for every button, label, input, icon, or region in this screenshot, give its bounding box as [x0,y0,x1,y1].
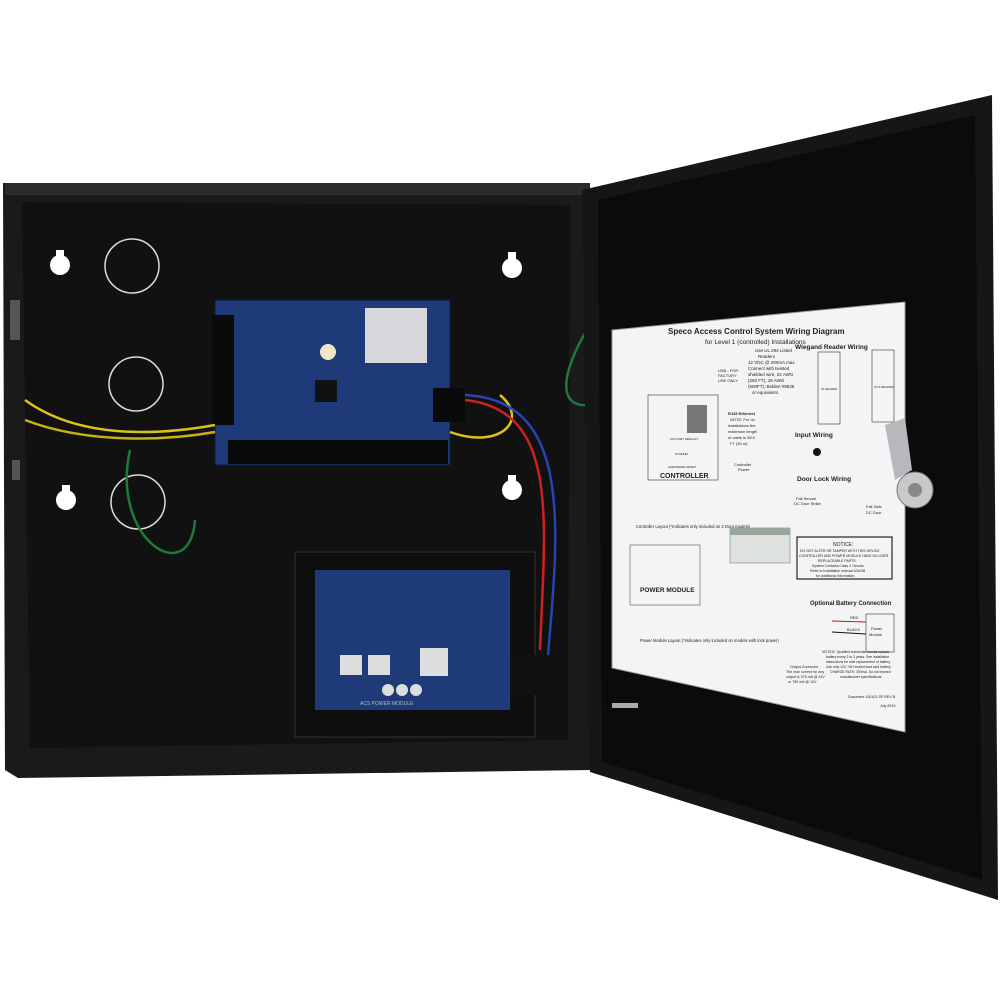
battery-red-label: RED [850,615,859,620]
svg-text:Power: Power [871,626,883,631]
terminal-blocks [212,315,465,464]
svg-text:NOTICE: Qualified technician s: NOTICE: Qualified technician should repl… [822,650,889,654]
input-wiring-heading: Input Wiring [795,432,833,439]
cabinet-top-edge [5,183,590,195]
battery-notice: NOTICE: Qualified technician should repl… [822,650,891,679]
document-number: Document 100101-SP REV B [848,695,896,699]
door-lock-heading: Door Lock Wiring [797,476,851,483]
fail-secure-label: Fail Secure [796,496,817,501]
svg-text:USE ONLY: USE ONLY [718,378,738,383]
svg-text:(250 FT), 18 AWG: (250 FT), 18 AWG [748,378,785,383]
svg-text:battery every 2 to 3 years. Se: battery every 2 to 3 years. See installa… [826,655,889,659]
svg-text:CONTROLLER AND POWER MODULE HA: CONTROLLER AND POWER MODULE HAVE NO USER [799,554,889,558]
svg-text:The max current for any: The max current for any [786,670,824,674]
svg-text:installations the: installations the [728,423,756,428]
svg-text:RJ45 Ethernet: RJ45 Ethernet [728,411,756,416]
ip-reset-label: IP RESET [675,452,689,456]
svg-text:Refer to Installation manual 1: Refer to Installation manual 106198 [810,569,865,573]
svg-text:CHARGE RATE: 300mA. Do not exc: CHARGE RATE: 300mA. Do not exceed [830,670,891,674]
svg-text:FT (30 m): FT (30 m) [730,441,748,446]
svg-text:maximum length: maximum length [728,429,757,434]
svg-text:REPLACEABLE PARTS.: REPLACEABLE PARTS. [818,559,857,563]
power-components [340,648,448,696]
controller-power-label: Controller [734,462,752,467]
svg-text:shielded wire, 22 AWG: shielded wire, 22 AWG [748,372,794,377]
power-module-drawing [629,544,701,606]
notice-text: DO NOT ALTER OR TAMPER WITH THIS DEVICE.… [799,549,889,578]
wiring-diagram-label [611,301,906,733]
svg-text:Use only 12V 7AH sealed lead a: Use only 12V 7AH sealed lead acid batter… [826,665,891,669]
svg-text:manufacturer specifications.: manufacturer specifications. [840,675,882,679]
document-date: July 2019 [880,704,895,708]
svg-text:(500FT), Belden #9535: (500FT), Belden #9535 [748,384,795,389]
battery-power-module-box [865,613,895,653]
out-reader-label: OUT READER [874,385,894,389]
controller-outline [647,394,719,481]
svg-text:for additional information.: for additional information. [816,574,855,578]
wiegand-heading: Wiegand Reader Wiring [795,344,868,351]
svg-text:or 750 mA @ 12V: or 750 mA @ 12V [788,680,817,684]
svg-text:FACTORY: FACTORY [718,373,737,378]
svg-text:or equivalent.: or equivalent. [752,390,779,395]
svg-text:instructions for safe replacem: instructions for safe replacement of bat… [826,660,891,664]
svg-text:Power: Power [738,467,750,472]
label-content: Speco Access Control System Wiring Diagr… [629,327,896,708]
chip [315,380,337,402]
svg-text:Readers: Readers [758,354,776,359]
heatsink-drawing [687,405,707,433]
controller-layout-caption: Controller Layout (*Indicates only inclu… [636,524,751,529]
svg-text:Use UL 294 Listed: Use UL 294 Listed [755,348,792,353]
battery-coin [320,344,336,360]
knockout-circles [104,238,166,530]
svg-text:of cable is 98.5: of cable is 98.5 [728,435,756,440]
battery-heading: Optional Battery Connection [810,601,892,607]
svg-text:NOTE: For UL: NOTE: For UL [730,417,756,422]
battery-black-label: BLACK [847,627,860,632]
heatsink [365,308,427,363]
label-subtitle: for Level 1 (controlled) Installations [705,339,807,346]
power-module-caption: Power Module Layout (*Indicates only inc… [640,638,779,643]
svg-text:12 VDC @ 200mA max: 12 VDC @ 200mA max [748,360,795,365]
power-terminal [510,655,538,695]
notice-heading: NOTICE: [833,542,853,548]
svg-text:Output Connector: Output Connector [790,665,819,669]
hardware-reset-label: HARDWARE RESET [668,465,696,469]
keyhole-icon [50,250,522,510]
fail-safe-label: Fail Safe [866,504,883,509]
svg-text:Connect with twisted: Connect with twisted [748,366,790,371]
notice-box [796,536,893,580]
label-title: Speco Access Control System Wiring Diagr… [668,327,845,336]
hinge [10,300,20,480]
svg-text:output is 375 mA @ 24V: output is 375 mA @ 24V [786,675,825,679]
svg-text:DO NOT ALTER OR TAMPER WITH TH: DO NOT ALTER OR TAMPER WITH THIS DEVICE. [800,549,881,553]
svg-text:Module: Module [869,632,883,637]
factory-default-label: FACTORY DEFAULT [670,437,698,441]
power-module-heading: POWER MODULE [640,587,695,594]
svg-text:DC Door Strike: DC Door Strike [794,501,822,506]
svg-text:USB - FOR: USB - FOR [718,368,738,373]
controller-heading: CONTROLLER [660,473,709,480]
power-board-label: ACS POWER MODULE [360,701,414,707]
in-reader-label: IN READER [821,387,838,391]
svg-text:System Contains Class 2 Circui: System Contains Class 2 Circuits [812,564,864,568]
door-stud [612,703,638,708]
svg-text:DC Door: DC Door [866,510,882,515]
input-button-drawing [813,448,821,456]
door-lock-icon[interactable] [885,418,934,509]
